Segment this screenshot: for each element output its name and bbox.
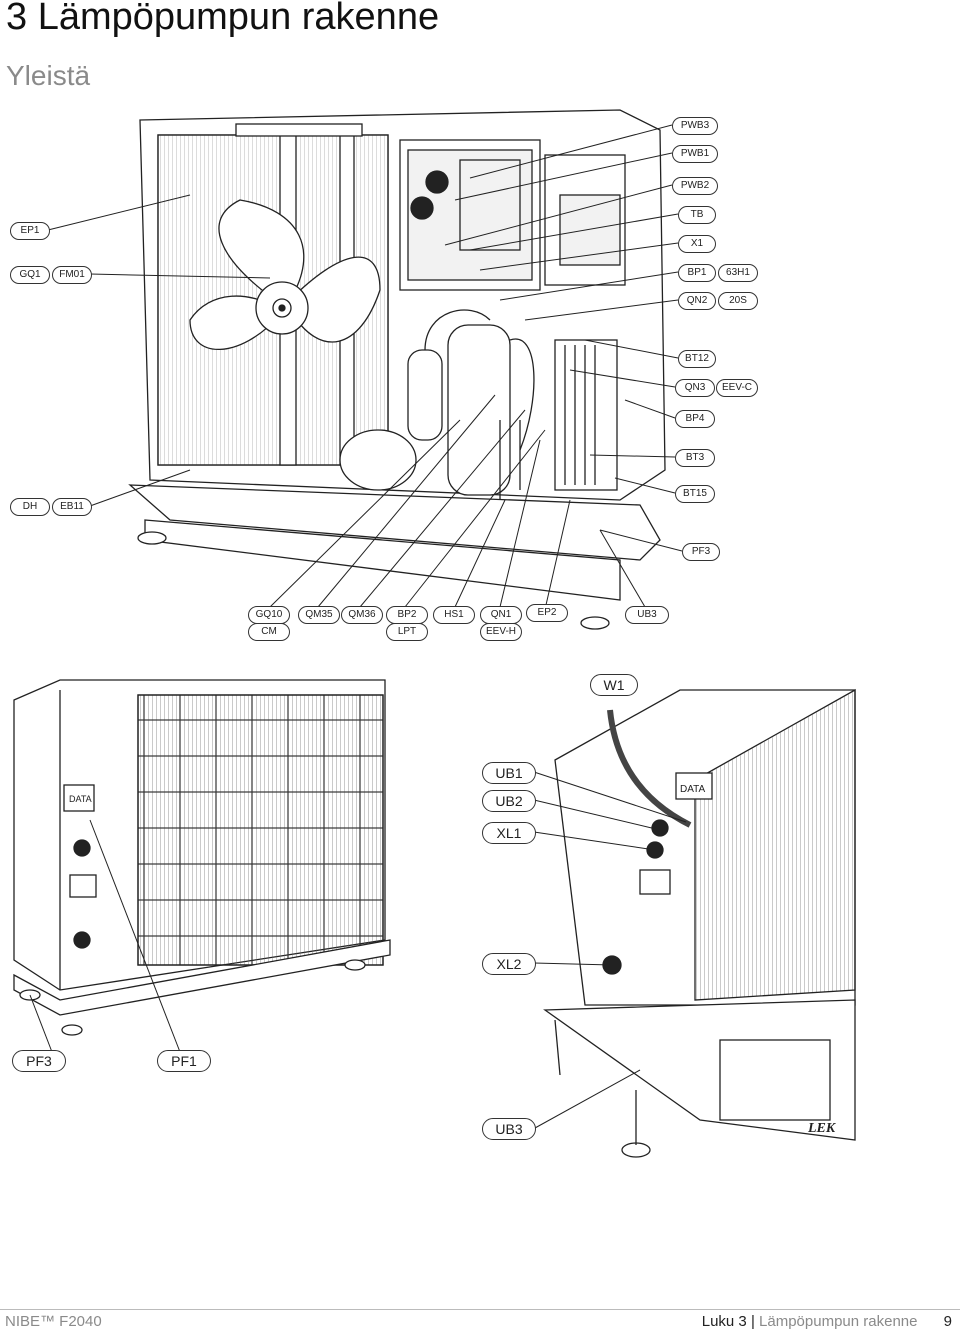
section-title: Yleistä [6,60,91,91]
label-pf3-bottom: PF3 [12,1050,66,1072]
leader-lines-bottom [29,771,687,1129]
footer-chapter: Luku 3 [701,1313,747,1330]
label-xl2: XL2 [482,953,536,975]
footer-rule [0,1309,960,1310]
data-plate-right: DATA [680,784,706,795]
label-hs1: HS1 [433,606,475,624]
label-qm35: QM35 [298,606,340,624]
label-eev-c: EEV-C [716,379,758,397]
label-ub2: UB2 [482,790,536,812]
data-plate-left: DATA [69,794,92,804]
label-20s: 20S [718,292,758,310]
right-unit-drawing [543,688,856,1158]
label-gq1: GQ1 [10,266,50,284]
label-qn1: QN1 [480,606,522,624]
label-qn3: QN3 [675,379,715,397]
footer-brand: NIBE™ F2040 [5,1313,102,1330]
label-ep1: EP1 [10,222,50,240]
chapter-title: 3 Lämpöpumpun rakenne [6,0,440,38]
label-bp1: BP1 [678,264,716,282]
label-w1: W1 [590,674,638,696]
label-gq10: GQ10 [248,606,290,624]
label-bt3: BT3 [675,449,715,467]
label-qn2: QN2 [678,292,716,310]
footer-separator: | [750,1313,755,1330]
label-tb: TB [678,206,716,224]
label-ep2: EP2 [526,604,568,622]
label-fm01: FM01 [52,266,92,284]
label-63h1: 63H1 [718,264,758,282]
label-pf1: PF1 [157,1050,211,1072]
label-eev-h: EEV-H [480,623,522,641]
footer-page-number: 9 [943,1313,952,1330]
label-bt12: BT12 [678,350,716,368]
label-bt15: BT15 [675,485,715,503]
label-bp2: BP2 [386,606,428,624]
footer-chapter-info: Luku 3 | Lämpöpumpun rakenne 9 [702,1313,952,1330]
leader-lines-top [47,124,683,608]
label-dh: DH [10,498,50,516]
label-qm36: QM36 [341,606,383,624]
fan [189,199,381,350]
label-x1: X1 [678,235,716,253]
upper-unit-drawing [128,109,666,630]
label-ub3-bottom: UB3 [482,1118,536,1140]
label-lpt: LPT [386,623,428,641]
rear-left-unit-drawing [13,679,391,1036]
label-xl1: XL1 [482,822,536,844]
label-pwb3: PWB3 [672,117,718,135]
footer-section: Lämpöpumpun rakenne [759,1313,918,1330]
brand-foot-text: LEK [807,1121,837,1136]
label-bp4: BP4 [675,410,715,428]
label-pwb1: PWB1 [672,145,718,163]
label-ub3-top: UB3 [625,606,669,624]
label-ub1: UB1 [482,762,536,784]
label-cm: CM [248,623,290,641]
label-pf3-top: PF3 [682,543,720,561]
label-pwb2: PWB2 [672,177,718,195]
label-eb11: EB11 [52,498,92,516]
